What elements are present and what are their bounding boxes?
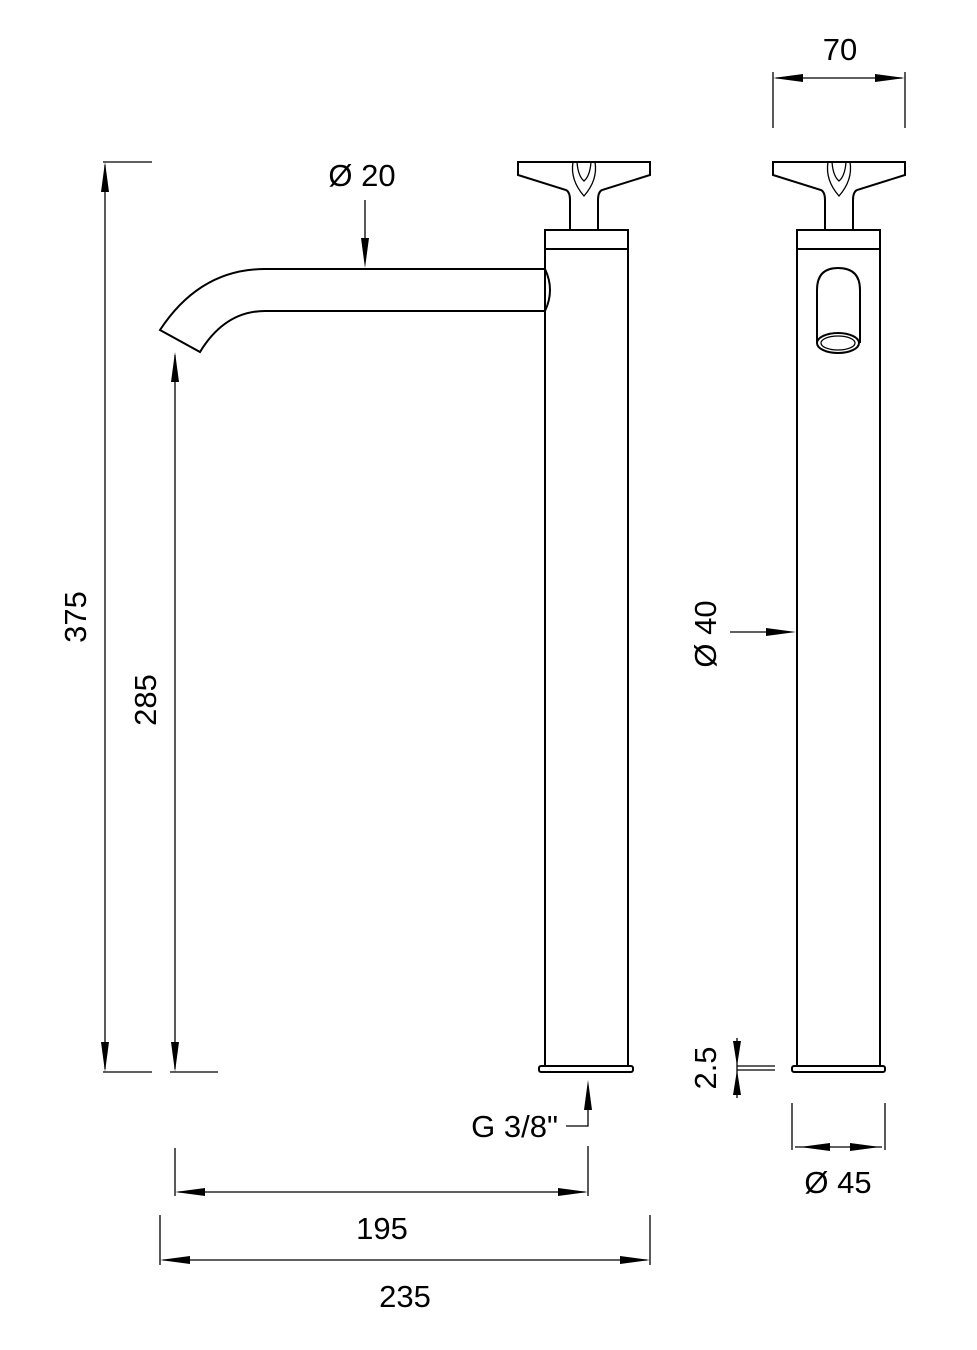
side-collar <box>544 229 629 250</box>
dim-spout-diameter: Ø 20 <box>328 158 395 193</box>
front-body <box>796 249 881 1066</box>
front-base-plate <box>791 1065 886 1073</box>
front-collar <box>796 229 881 250</box>
dimension-285: 285 <box>128 352 218 1073</box>
dim-base-thickness: 2.5 <box>688 1046 723 1089</box>
dim-handle-width: 70 <box>823 32 857 67</box>
dimension-375: 375 <box>58 161 152 1073</box>
side-handle-detail <box>571 161 597 197</box>
outlet-opening-inner <box>820 335 856 351</box>
dimension-base-diameter: Ø 45 <box>791 1103 886 1200</box>
dimension-connection: G 3/8" <box>471 1080 592 1144</box>
side-view <box>158 161 651 1073</box>
dim-total-height: 375 <box>58 591 93 643</box>
front-view <box>772 161 906 1073</box>
dimension-2.5: 2.5 <box>688 1038 775 1098</box>
front-handle-detail <box>826 161 852 197</box>
dimension-spout-diameter: Ø 20 <box>328 158 396 268</box>
outlet-slot <box>816 266 861 343</box>
dim-spout-reach: 195 <box>356 1211 408 1246</box>
dim-connection: G 3/8" <box>471 1109 558 1144</box>
side-base-plate <box>538 1065 634 1073</box>
dim-base-diameter: Ø 45 <box>804 1165 871 1200</box>
dimension-70: 70 <box>772 32 906 128</box>
dim-body-diameter: Ø 40 <box>688 600 723 667</box>
dim-total-depth: 235 <box>379 1279 431 1314</box>
outlet-opening <box>816 332 860 354</box>
dimension-195: 195 <box>174 1146 589 1246</box>
dimension-235: 235 <box>159 1215 651 1314</box>
spout <box>158 268 551 354</box>
dim-spout-height: 285 <box>128 674 163 726</box>
dimension-body-diameter: Ø 40 <box>688 600 796 668</box>
side-body <box>544 249 629 1066</box>
